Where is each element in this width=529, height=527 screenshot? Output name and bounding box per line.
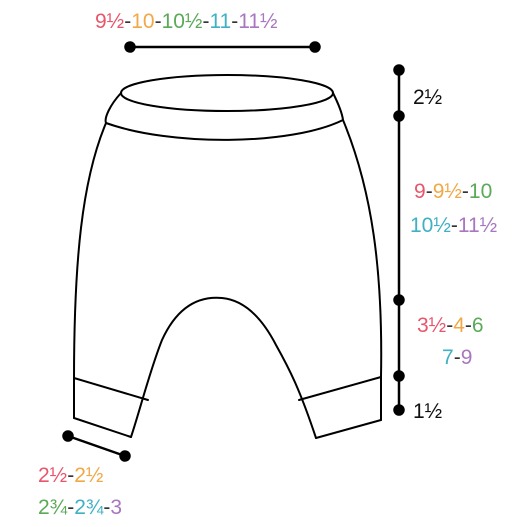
size-1-value: 3½ — [417, 314, 447, 337]
inseam-label-line1: 3½-4-6 — [417, 314, 484, 338]
separator: - — [453, 346, 461, 369]
waistband-value: 2½ — [413, 86, 443, 109]
rise-label-line2: 10½-11½ — [410, 214, 497, 238]
waist-opening — [120, 74, 334, 112]
size-1-value: 9 — [414, 180, 426, 203]
separator: - — [67, 496, 75, 519]
waist-width-label: 9½-10-10½-11-11½ — [95, 10, 278, 34]
size-1-value: 9½ — [95, 10, 125, 33]
leg-opening-line — [67, 434, 126, 458]
right-cuff-seam — [298, 376, 382, 401]
size-4-value: 10½ — [410, 214, 451, 237]
size-5-value: 9 — [460, 346, 473, 369]
leg-opening-label-line2: 2¾-2¾-3 — [38, 496, 122, 520]
size-2-value: 10 — [131, 10, 155, 33]
separator: - — [425, 180, 433, 203]
inseam-label-line2: 7-9 — [442, 346, 472, 370]
cuff-label: 1½ — [413, 400, 442, 424]
size-1-value: 2½ — [38, 464, 68, 487]
waistband-seam — [105, 119, 344, 141]
separator: - — [464, 314, 472, 337]
left-hem — [73, 417, 132, 438]
size-3-value: 6 — [471, 314, 484, 337]
size-4-value: 2¾ — [74, 496, 104, 519]
separator: - — [231, 10, 239, 33]
separator: - — [124, 10, 132, 33]
size-2-value: 9½ — [432, 180, 462, 203]
separator: - — [103, 496, 111, 519]
right-side-seam — [332, 92, 383, 421]
size-3-value: 10 — [468, 180, 493, 203]
waistband-label: 2½ — [413, 86, 442, 110]
cuff-value: 1½ — [413, 400, 443, 423]
separator: - — [446, 314, 454, 337]
rise-label-line1: 9-9½-10 — [414, 180, 492, 204]
size-3-value: 2¾ — [38, 496, 68, 519]
size-5-value: 3 — [110, 496, 123, 519]
separator: - — [154, 10, 162, 33]
size-2-value: 4 — [453, 314, 465, 337]
size-2-value: 2½ — [74, 464, 104, 487]
left-side-seam — [73, 92, 122, 419]
separator: - — [202, 10, 210, 33]
right-hem — [315, 419, 382, 439]
size-5-value: 11½ — [457, 214, 498, 237]
separator: - — [67, 464, 75, 487]
separator: - — [461, 180, 469, 203]
left-cuff-seam — [73, 377, 149, 401]
size-4-value: 7 — [442, 346, 454, 369]
size-4-value: 11 — [209, 10, 232, 33]
leg-opening-label-line1: 2½-2½ — [38, 464, 103, 488]
size-5-value: 11½ — [238, 10, 278, 33]
crotch-curve — [130, 296, 317, 439]
separator: - — [450, 214, 458, 237]
size-3-value: 10½ — [161, 10, 203, 33]
